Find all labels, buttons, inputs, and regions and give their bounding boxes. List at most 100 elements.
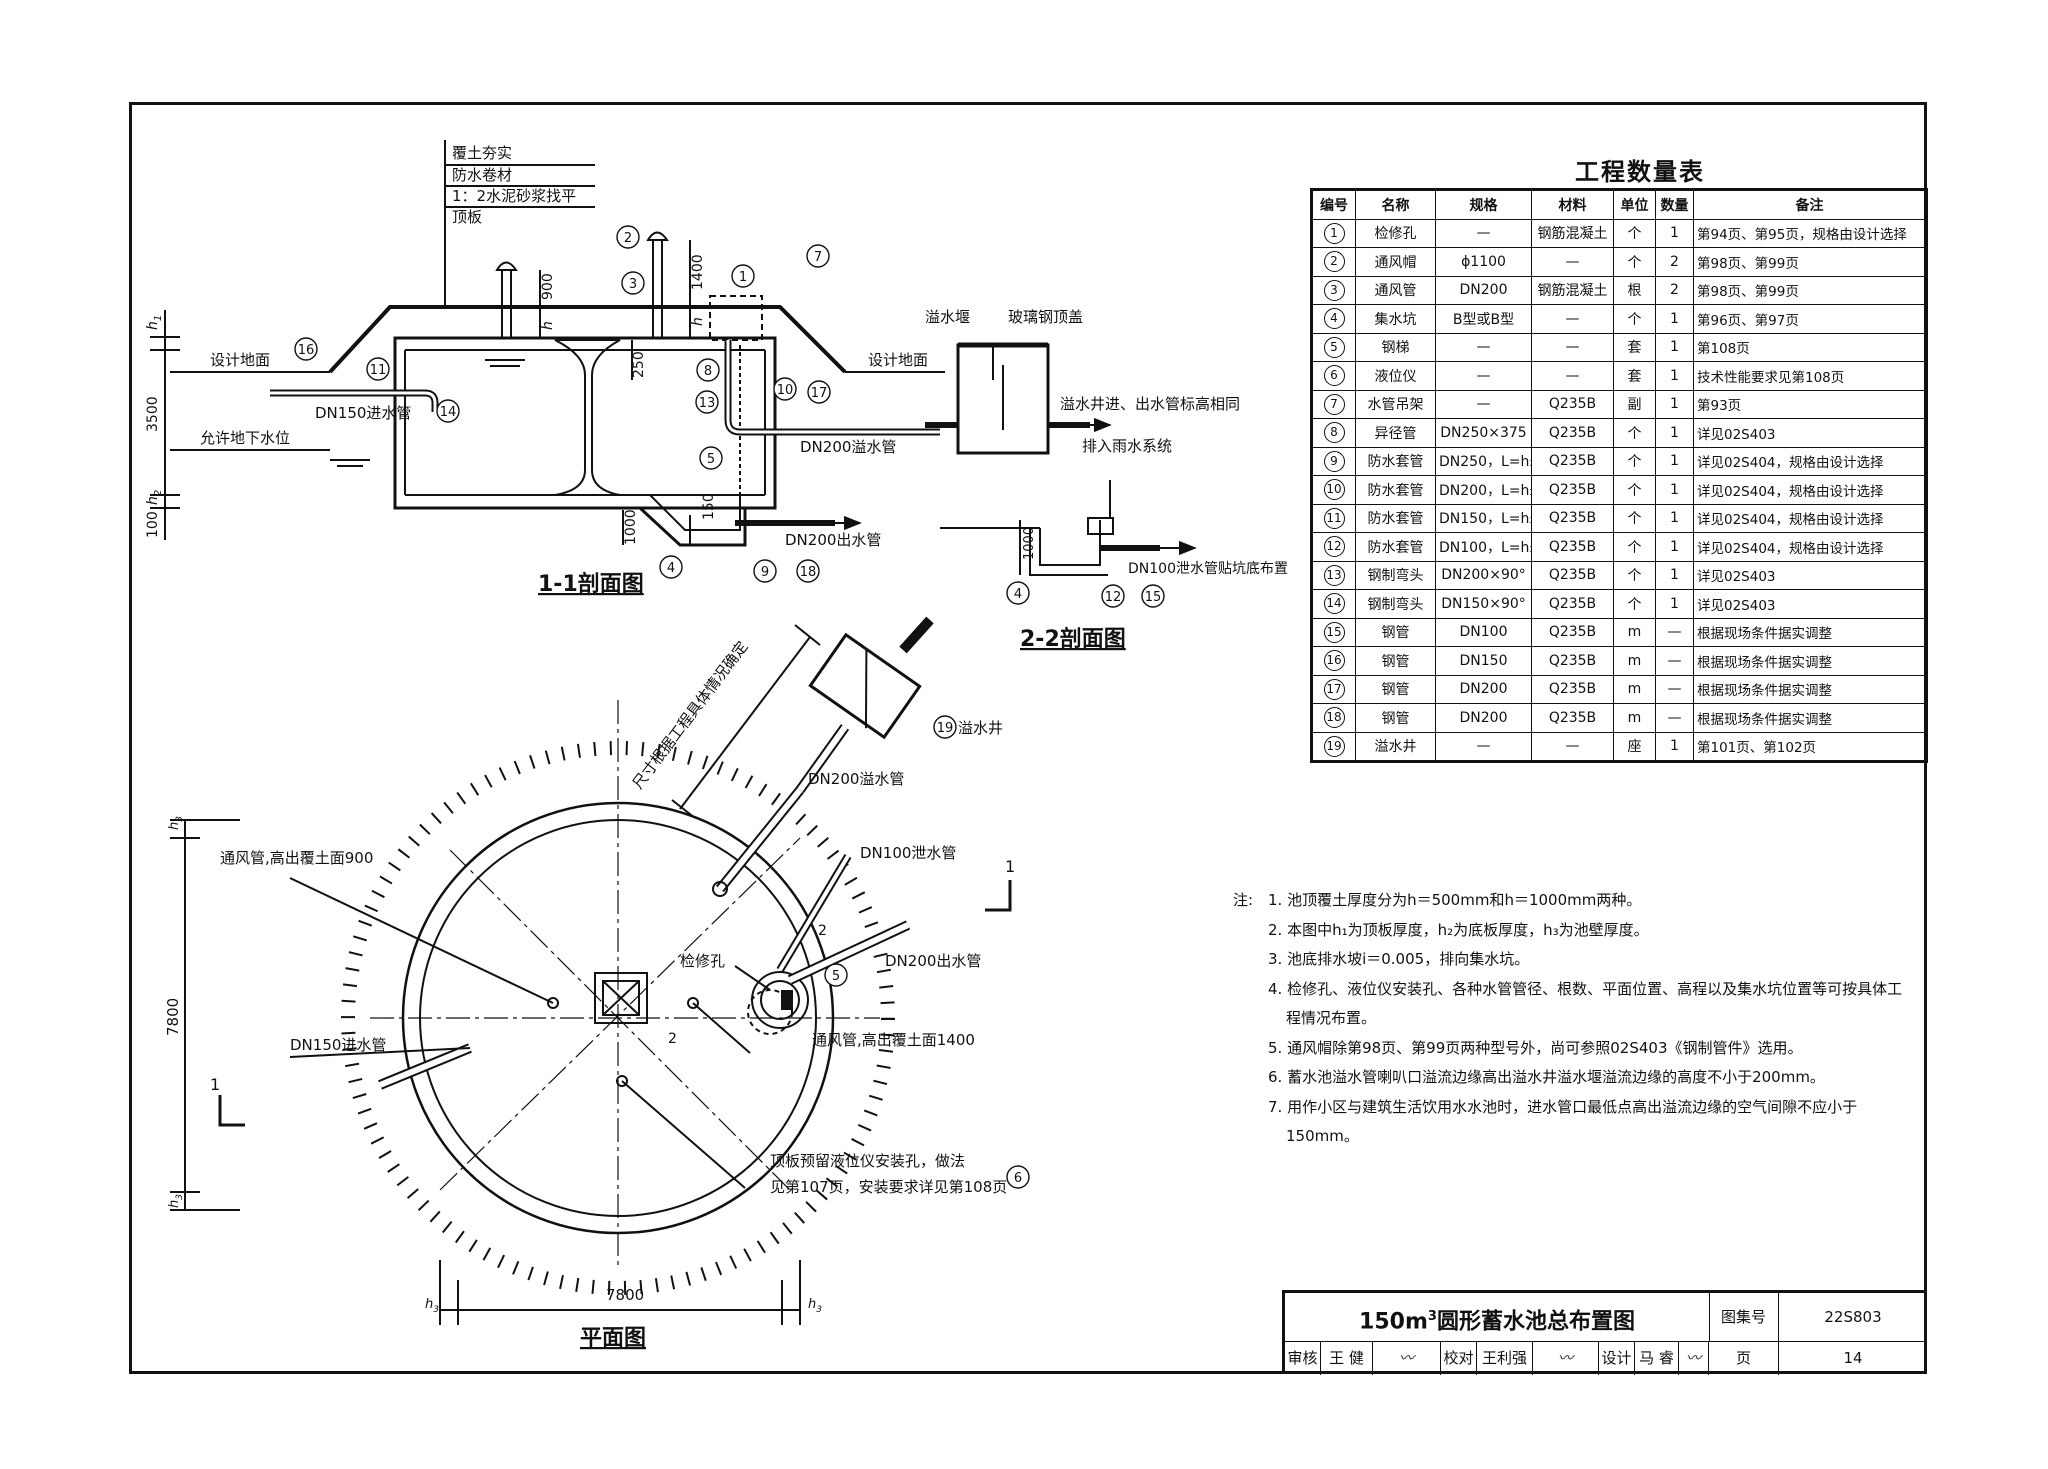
svg-text:9: 9	[761, 565, 769, 580]
item-number-circle: 1	[1323, 222, 1345, 244]
table-cell: 详见02S403	[1693, 560, 1927, 590]
table-cell: m	[1613, 674, 1656, 704]
tag-15: 15	[1141, 584, 1165, 608]
table-cell: 根据现场条件据实调整	[1693, 703, 1927, 733]
groundwater-label: 允许地下水位	[200, 429, 290, 447]
table-cell: 个	[1613, 446, 1656, 476]
table-cell: 第96页、第97页	[1693, 304, 1927, 334]
dim-3500: 3500	[145, 396, 161, 432]
table-cell: 钢梯	[1355, 332, 1436, 362]
vent-900-label: 通风管,高出覆土面900	[220, 849, 373, 867]
design-label: 设计	[1599, 1342, 1635, 1375]
layer-text-4: 顶板	[452, 208, 482, 226]
table-cell: Q235B	[1531, 560, 1614, 590]
table-cell: 2	[1655, 275, 1694, 305]
section-mark-2-a: 2	[818, 923, 827, 939]
item-number-circle: 2	[1323, 251, 1345, 273]
svg-text:1: 1	[739, 270, 747, 285]
vent-pipe-1400	[652, 239, 663, 339]
item-number: 5	[1311, 332, 1356, 362]
center-column-plan	[594, 972, 648, 1024]
table-cell: Q235B	[1531, 532, 1614, 562]
table-cell: 1	[1655, 389, 1694, 419]
table-cell: m	[1613, 646, 1656, 676]
tag-19: 19	[933, 715, 957, 739]
overflow-well-label: 溢水井	[958, 719, 1003, 737]
table-cell: 异径管	[1355, 418, 1436, 448]
table-cell: Q235B	[1531, 389, 1614, 419]
item-number-circle: 13	[1323, 564, 1345, 586]
table-cell: 个	[1613, 304, 1656, 334]
svg-text:12: 12	[1105, 590, 1122, 605]
title-block: 150m3圆形蓄水池总布置图 图集号 22S803 审核 王 健 〰 校对 王利…	[1282, 1290, 1927, 1375]
table-cell: 个	[1613, 247, 1656, 277]
item-number: 19	[1311, 731, 1356, 762]
weir-label: 溢水堰	[925, 308, 970, 326]
svg-text:7: 7	[814, 250, 822, 265]
plan-tags: 19 5 6	[824, 715, 1030, 1189]
table-cell: —	[1435, 389, 1532, 419]
svg-text:5: 5	[707, 452, 715, 467]
soil-cover-line	[328, 305, 847, 374]
dim-100: 100	[145, 511, 161, 538]
size-note-label: 尺寸根据工程具体情况确定	[629, 638, 752, 793]
drain-label: DN100泄水管贴坑底布置	[1128, 561, 1288, 577]
tag-11: 11	[366, 357, 390, 381]
table-cell: 1	[1655, 589, 1694, 619]
note-item: 7. 用作小区与建筑生活饮用水水池时，进水管口最低点高出溢流边缘的空气间隙不应小…	[1268, 1097, 1858, 1146]
dim-h-a: h	[540, 321, 556, 330]
dim-1400: 1400	[690, 254, 706, 290]
dim-150: 150	[701, 493, 717, 520]
item-number: 18	[1311, 703, 1356, 733]
tag-2: 2	[616, 225, 640, 249]
item-number-circle: 5	[1323, 336, 1345, 358]
quantity-table-header: 编号名称规格材料单位数量备注	[1311, 189, 1927, 220]
table-cell: 座	[1613, 731, 1656, 762]
item-number: 1	[1311, 218, 1356, 248]
same-elev-label: 溢水井进、出水管标高相同	[1060, 395, 1240, 413]
item-number: 8	[1311, 418, 1356, 448]
note-item: 2. 本图中h₁为顶板厚度，h₂为底板厚度，h₃为池壁厚度。	[1268, 920, 1649, 939]
vent-1400-plan	[687, 997, 699, 1009]
table-cell: 第93页	[1693, 389, 1927, 419]
section-1-1	[150, 140, 945, 547]
item-number-circle: 17	[1323, 678, 1345, 700]
svg-text:16: 16	[298, 343, 315, 358]
item-number-circle: 18	[1323, 707, 1345, 729]
table-cell: 详见02S404，规格由设计选择	[1693, 532, 1927, 562]
overflow-plan-label: DN200溢水管	[808, 770, 904, 788]
dim-2-2-1000: 1000	[1022, 527, 1037, 560]
drawing-title: 150m3圆形蓄水池总布置图	[1285, 1293, 1710, 1341]
dim-h-b: h	[690, 317, 706, 326]
table-cell: —	[1655, 674, 1694, 704]
table-cell: 根据现场条件据实调整	[1693, 674, 1927, 704]
table-cell: —	[1655, 646, 1694, 676]
page-number: 14	[1843, 1349, 1863, 1367]
section-2-2-tags: 4 12 15	[1006, 581, 1165, 608]
center-column	[554, 339, 621, 496]
table-cell: 第94页、第95页，规格由设计选择	[1693, 218, 1927, 248]
table-cell: 1	[1655, 731, 1694, 762]
notes-label: 注:	[1233, 891, 1254, 909]
table-cell: 个	[1613, 418, 1656, 448]
sump	[638, 506, 747, 547]
svg-text:13: 13	[699, 396, 716, 411]
plan-title: 平面图	[580, 1326, 646, 1351]
tag-12: 12	[1101, 584, 1125, 608]
layer-text-2: 防水卷材	[452, 166, 512, 184]
notes-list: 1. 池顶覆土厚度分为h＝500mm和h＝1000mm两种。2. 本图中h₁为顶…	[1233, 886, 1913, 1152]
table-cell: —	[1435, 218, 1532, 248]
table-cell: Q235B	[1531, 475, 1614, 505]
note-item: 5. 通风帽除第98页、第99页两种型号外，尚可参照02S403《钢制管件》选用…	[1268, 1038, 1803, 1057]
table-cell: DN100，L=h₃	[1435, 532, 1532, 562]
soil-slope-ring	[341, 741, 895, 1295]
